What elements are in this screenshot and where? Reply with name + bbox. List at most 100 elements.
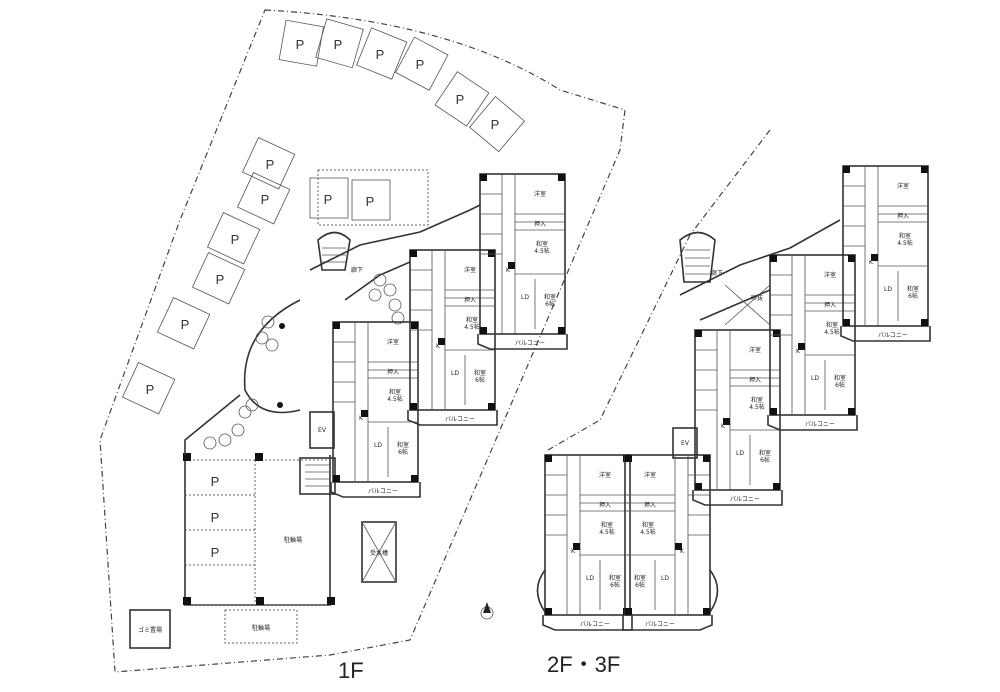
room-label: LD [586,575,594,582]
room-label: LD [811,375,819,382]
bicycle-parking-2 [224,609,298,644]
room-label: 押入 [464,296,476,304]
room-label: バルコニー [515,340,545,347]
parking-space-label: P [211,510,220,525]
bicycle-parking-label: 駐輪場 [252,624,270,632]
atrium-void [724,284,771,326]
parking-space-label: P [146,382,155,397]
parking-space-label: P [456,92,465,107]
room-label: 押入 [897,212,909,220]
north-arrow-icon [480,602,494,620]
parking-structure [183,394,335,606]
room-label: K [359,415,364,422]
elevator [309,411,335,449]
garbage-area [129,609,171,649]
room-label: K [436,343,441,350]
parking-space-label: P [296,37,305,52]
apartment-unit [840,165,931,342]
parking-space-label: P [491,117,500,132]
room-label: バルコニー [730,496,760,503]
atrium-label: 吹抜 [751,294,763,302]
room-label: K [869,259,874,266]
room-label: 洋室 [897,182,909,190]
corridor-1f [309,204,481,301]
room-label: 押入 [534,220,546,228]
apartment-unit [692,329,783,506]
bay-window [536,569,546,613]
room-label: 洋室 [824,271,836,279]
room-label: 洋室 [749,346,761,354]
room-label: LD [661,575,669,582]
landscape-trees [203,273,405,450]
room-label: LD [884,286,892,293]
room-label: 洋室 [534,190,546,198]
room-label: 洋室 [387,338,399,346]
site-boundary-1f [99,9,626,673]
apartment-unit [767,254,858,431]
room-label: LD [451,370,459,377]
bay-window [709,569,719,613]
room-label: バルコニー [368,488,398,495]
room-label: 押入 [824,301,836,309]
corridor-2f [679,219,841,321]
apartment-unit [477,173,568,350]
room-label: LD [374,442,382,449]
water-tank-label: 受水槽 [370,549,388,557]
bicycle-parking-label: 駐輪場 [284,536,302,544]
parking-space-label: P [231,232,240,247]
parking-space-label: P [211,474,220,489]
room-label: バルコニー [645,621,675,628]
floor-label-1f: 1F [338,658,364,683]
room-label: K [571,548,576,555]
garbage-area-label: ゴミ置場 [138,626,162,634]
room-label: 押入 [644,501,656,509]
room-label: バルコニー [878,332,908,339]
room-label: 押入 [599,501,611,509]
corridor-label: 廊下 [711,269,723,277]
room-label: K [721,423,726,430]
parking-space-label: P [266,157,275,172]
site-boundary-2f-right [689,129,771,236]
parking-space-label: P [366,194,375,209]
apartment-unit [330,321,421,498]
apartment-unit [407,249,498,426]
room-label: LD [736,450,744,457]
site-boundary-2f [547,234,691,451]
floor-label-2f-3f: 2F・3F [547,652,620,677]
room-label: バルコニー [805,421,835,428]
room-label: バルコニー [445,416,475,423]
parking-space-label: P [261,192,270,207]
room-label: K [506,267,511,274]
elevator [672,427,698,459]
room-label: K [796,348,801,355]
room-label: LD [521,294,529,301]
room-label: 押入 [387,368,399,376]
parking-space-label: P [181,317,190,332]
parking-space-label: P [324,192,333,207]
parking-space-label: P [334,37,343,52]
apartment-unit [622,454,713,631]
